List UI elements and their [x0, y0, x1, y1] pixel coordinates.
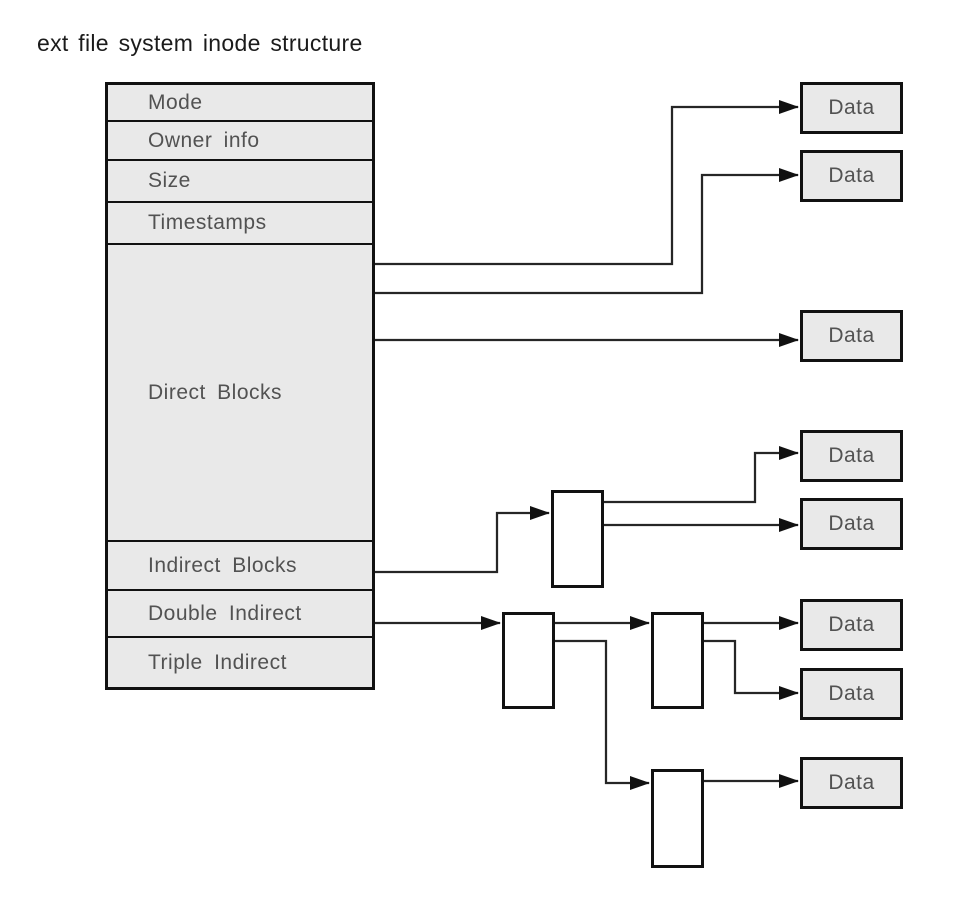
inode-row-indirect-blocks: Indirect Blocks — [108, 542, 372, 591]
double-indirect-level2-block — [651, 612, 704, 709]
double-indirect-level1-block — [502, 612, 555, 709]
data-block-label: Data — [828, 613, 875, 636]
diagram-title: ext file system inode structure — [37, 30, 363, 56]
data-block-label: Data — [828, 512, 875, 535]
inode-row-label: Triple Indirect — [148, 650, 287, 674]
data-block-3: Data — [800, 310, 903, 362]
indirect-pointer-arrow — [375, 506, 550, 574]
data-block-label: Data — [828, 96, 875, 119]
inode-row-label: Size — [148, 169, 191, 192]
inode-row-owner-info: Owner info — [108, 122, 372, 161]
inode-row-mode: Mode — [108, 85, 372, 122]
inode-row-label: Mode — [148, 90, 203, 114]
data-block-1: Data — [800, 82, 903, 134]
direct-pointer-arrow-2 — [375, 168, 799, 295]
level1-to-bottom-block-arrow — [555, 639, 650, 790]
data-block-label: Data — [828, 771, 875, 794]
inode-row-label: Indirect Blocks — [148, 553, 298, 577]
inode-row-double-indirect: Double Indirect — [108, 591, 372, 638]
inode-box: Mode Owner info Size Timestamps Direct B… — [105, 82, 375, 690]
data-block-5: Data — [800, 498, 903, 550]
single-indirect-data-arrow-1 — [604, 446, 799, 504]
inode-row-label: Double Indirect — [148, 601, 302, 625]
direct-pointer-arrow-1 — [375, 100, 799, 266]
data-block-label: Data — [828, 682, 875, 705]
data-block-label: Data — [828, 444, 875, 467]
single-indirect-block — [551, 490, 604, 588]
data-block-label: Data — [828, 164, 875, 187]
inode-row-size: Size — [108, 161, 372, 203]
data-block-8: Data — [800, 757, 903, 809]
inode-row-triple-indirect: Triple Indirect — [108, 638, 372, 687]
inode-row-timestamps: Timestamps — [108, 203, 372, 245]
data-block-2: Data — [800, 150, 903, 202]
level2-data-arrow-2 — [704, 639, 799, 700]
data-block-6: Data — [800, 599, 903, 651]
inode-row-label: Timestamps — [148, 211, 267, 234]
inode-row-direct-blocks: Direct Blocks — [108, 245, 372, 542]
triple-indirect-block — [651, 769, 704, 868]
inode-row-label: Direct Blocks — [148, 380, 283, 404]
inode-row-label: Owner info — [148, 128, 260, 152]
data-block-label: Data — [828, 324, 875, 347]
data-block-4: Data — [800, 430, 903, 482]
data-block-7: Data — [800, 668, 903, 720]
